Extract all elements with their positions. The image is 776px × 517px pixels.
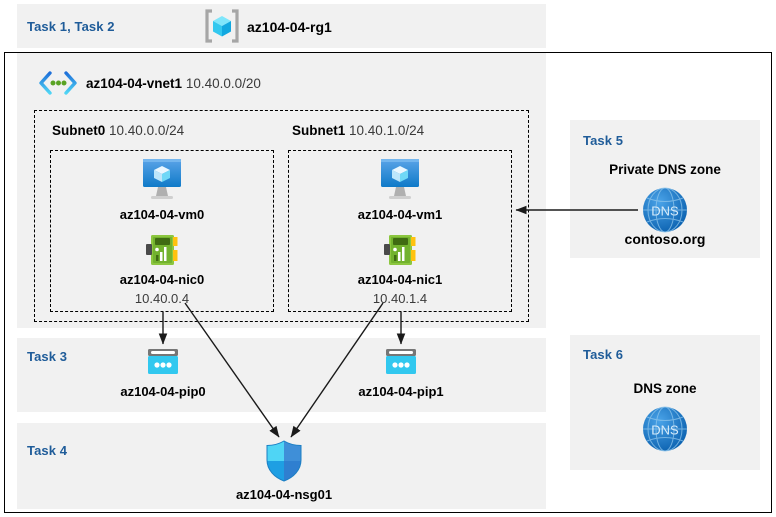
network-interface-icon — [383, 233, 419, 267]
vnet-header: az104-04-vnet1 10.40.0.0/20 — [86, 76, 261, 91]
vnet-cidr: 10.40.0.0/20 — [185, 76, 261, 91]
vm1-name: az104-04-vm1 — [357, 207, 443, 222]
network-security-group-shield-icon — [265, 440, 303, 482]
nic1-name: az104-04-nic1 — [357, 272, 443, 287]
network-interface-icon — [145, 233, 181, 267]
nic0-name: az104-04-nic0 — [119, 272, 205, 287]
vnet-background-band — [17, 53, 546, 328]
dns-globe-icon: DNS — [640, 185, 690, 235]
subnet1-cidr: 10.40.1.0/24 — [349, 123, 425, 138]
nic1-ip: 10.40.1.4 — [372, 291, 428, 306]
task-3-label: Task 3 — [27, 349, 68, 364]
nsg-name: az104-04-nsg01 — [235, 487, 333, 502]
subnet0-header: Subnet0 10.40.0.0/24 — [52, 123, 184, 138]
private-dns-zone-name: contoso.org — [624, 231, 706, 247]
subnets-outer-boundary — [34, 110, 529, 322]
subnet1-name: Subnet1 — [292, 123, 346, 138]
vm0-name: az104-04-vm0 — [119, 207, 205, 222]
svg-text:DNS: DNS — [651, 204, 679, 219]
resource-group-name: az104-04-rg1 — [247, 19, 332, 35]
resource-group-icon — [203, 8, 241, 44]
task-4-label: Task 4 — [27, 443, 68, 458]
subnet0-cidr: 10.40.0.0/24 — [109, 123, 185, 138]
public-ip-address-icon — [146, 347, 180, 377]
pip0-name: az104-04-pip0 — [120, 384, 206, 399]
subnet0-name: Subnet0 — [52, 123, 106, 138]
task-3-panel — [17, 338, 546, 412]
virtual-machine-icon — [375, 157, 425, 201]
vnet-container — [4, 52, 772, 513]
private-dns-zone-title: Private DNS zone — [609, 162, 721, 177]
dns-globe-icon: DNS — [640, 404, 690, 454]
subnet1-header: Subnet1 10.40.1.0/24 — [292, 123, 424, 138]
svg-text:DNS: DNS — [651, 423, 679, 438]
virtual-machine-icon — [137, 157, 187, 201]
task-6-label: Task 6 — [583, 347, 624, 362]
dns-zone-title: DNS zone — [633, 381, 697, 396]
task-1-2-label: Task 1, Task 2 — [27, 19, 115, 34]
nic0-ip: 10.40.0.4 — [134, 291, 190, 306]
virtual-network-icon — [38, 70, 78, 96]
public-ip-address-icon — [384, 347, 418, 377]
pip1-name: az104-04-pip1 — [358, 384, 444, 399]
subnet1-box — [288, 150, 512, 312]
vnet-name: az104-04-vnet1 — [86, 76, 183, 91]
task-5-label: Task 5 — [583, 133, 624, 148]
subnet0-box — [50, 150, 274, 312]
resource-group-header-panel — [17, 4, 546, 48]
